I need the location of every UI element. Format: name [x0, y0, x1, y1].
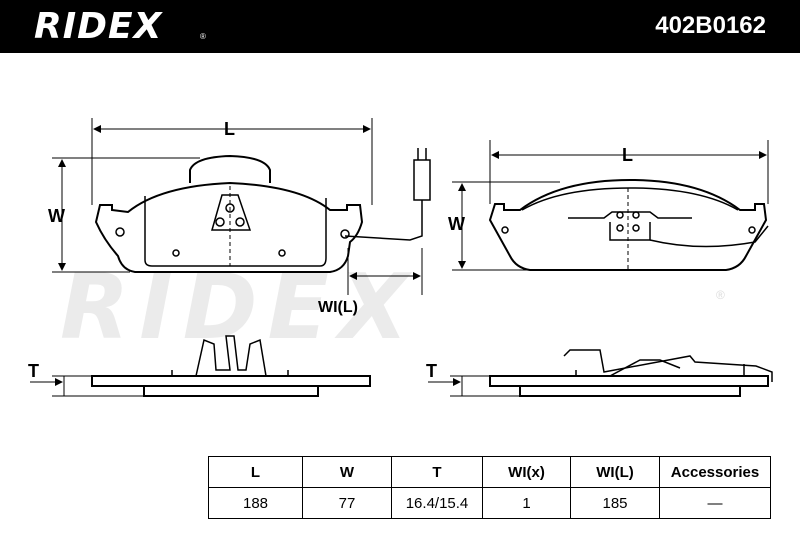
header-thickness: T	[391, 456, 483, 488]
header-length: L	[208, 456, 303, 488]
value-length: 188	[208, 487, 303, 519]
rear-length-label: L	[622, 145, 633, 165]
value-thickness: 16.4/15.4	[391, 487, 483, 519]
header-bar: RIDEX ® 402B0162	[0, 0, 800, 53]
spec-table: L W T WI(x) WI(L) Accessories 188 77 16.…	[208, 456, 771, 519]
front-dimensions	[52, 118, 423, 295]
front-length-label: L	[224, 119, 235, 139]
rear-thickness-label: T	[426, 361, 437, 381]
value-accessories: —	[659, 487, 771, 519]
rear-thickness-dimension	[428, 375, 520, 397]
spec-header-row: L W T WI(x) WI(L) Accessories	[208, 456, 771, 488]
header-wi-x: WI(x)	[482, 456, 571, 488]
watermark-registered-mark: ®	[716, 288, 725, 302]
rear-dimensions	[452, 140, 769, 271]
front-width-label: W	[48, 206, 65, 226]
front-thickness-dimension	[30, 375, 144, 397]
header-wi-l: WI(L)	[570, 456, 660, 488]
rear-pad-drawing	[488, 178, 769, 271]
spec-value-row: 188 77 16.4/15.4 1 185 —	[208, 487, 771, 519]
front-side-view	[91, 335, 371, 397]
header-accessories: Accessories	[659, 456, 771, 488]
front-pad-drawing	[94, 148, 431, 273]
brand-logo: RIDEX	[34, 6, 163, 47]
brand-registered-mark: ®	[200, 32, 206, 41]
rear-side-view	[489, 349, 773, 397]
header-width: W	[302, 456, 392, 488]
wear-indicator-label: WI(L)	[318, 299, 358, 316]
front-thickness-label: T	[28, 361, 39, 381]
value-wi-l: 185	[570, 487, 660, 519]
rear-width-label: W	[448, 214, 465, 234]
value-wi-x: 1	[482, 487, 571, 519]
technical-drawing: L W WI(L) L W T	[28, 118, 773, 397]
part-number: 402B0162	[655, 12, 766, 39]
value-width: 77	[302, 487, 392, 519]
